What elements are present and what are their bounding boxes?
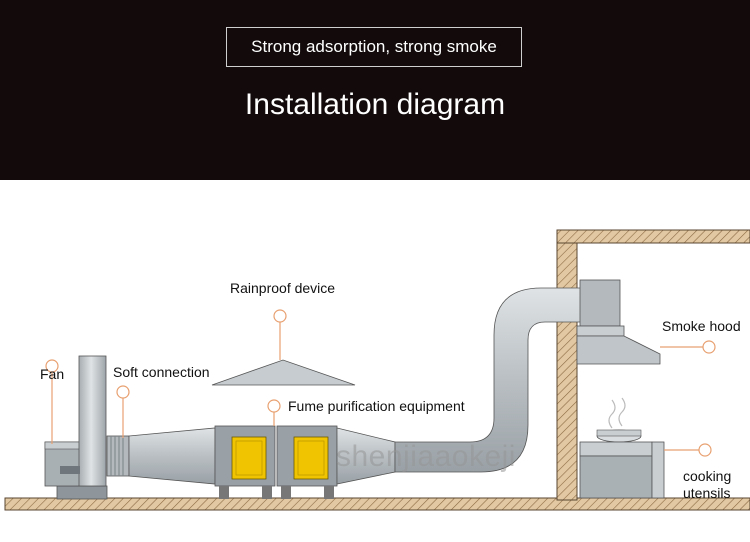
building-roof [556,229,750,244]
tagline: Strong adsorption, strong smoke [251,37,497,56]
diagram-heading: Installation diagram [244,88,506,121]
label-fume-purification: Fume purification equipment [288,398,465,414]
soft-connection-marker [116,385,130,399]
watermark: shenjiaaokeji [336,440,516,473]
soft-connection [106,435,130,477]
installation-scene [4,229,750,511]
label-soft-connection: Soft connection [113,364,210,380]
fan-unit [44,355,108,500]
cooking-utensils [579,397,665,499]
smoke-hood-marker [702,340,716,354]
banner: Strong adsorption, strong smoke Installa… [0,0,750,180]
purifier-marker [267,399,281,413]
tagline-box: Strong adsorption, strong smoke [226,27,522,67]
reducer-duct [128,427,216,485]
purifier-unit-1 [214,425,276,499]
building-wall [556,229,578,501]
label-smoke-hood: Smoke hood [662,318,741,334]
label-cooking-line1: cooking [683,468,732,484]
rainproof-device [211,359,356,386]
label-cooking-line2: utensils [683,485,731,501]
smoke-hood [576,325,661,365]
label-cooking-utensils: cooking utensils [683,468,750,502]
fan-marker [45,359,59,373]
purifier-unit-2 [276,425,338,499]
ground-slab [4,497,750,511]
cooking-marker [698,443,712,457]
label-fan: Fan [40,366,65,382]
rainproof-marker [273,309,287,323]
label-rainproof-device: Rainproof device [230,280,336,296]
